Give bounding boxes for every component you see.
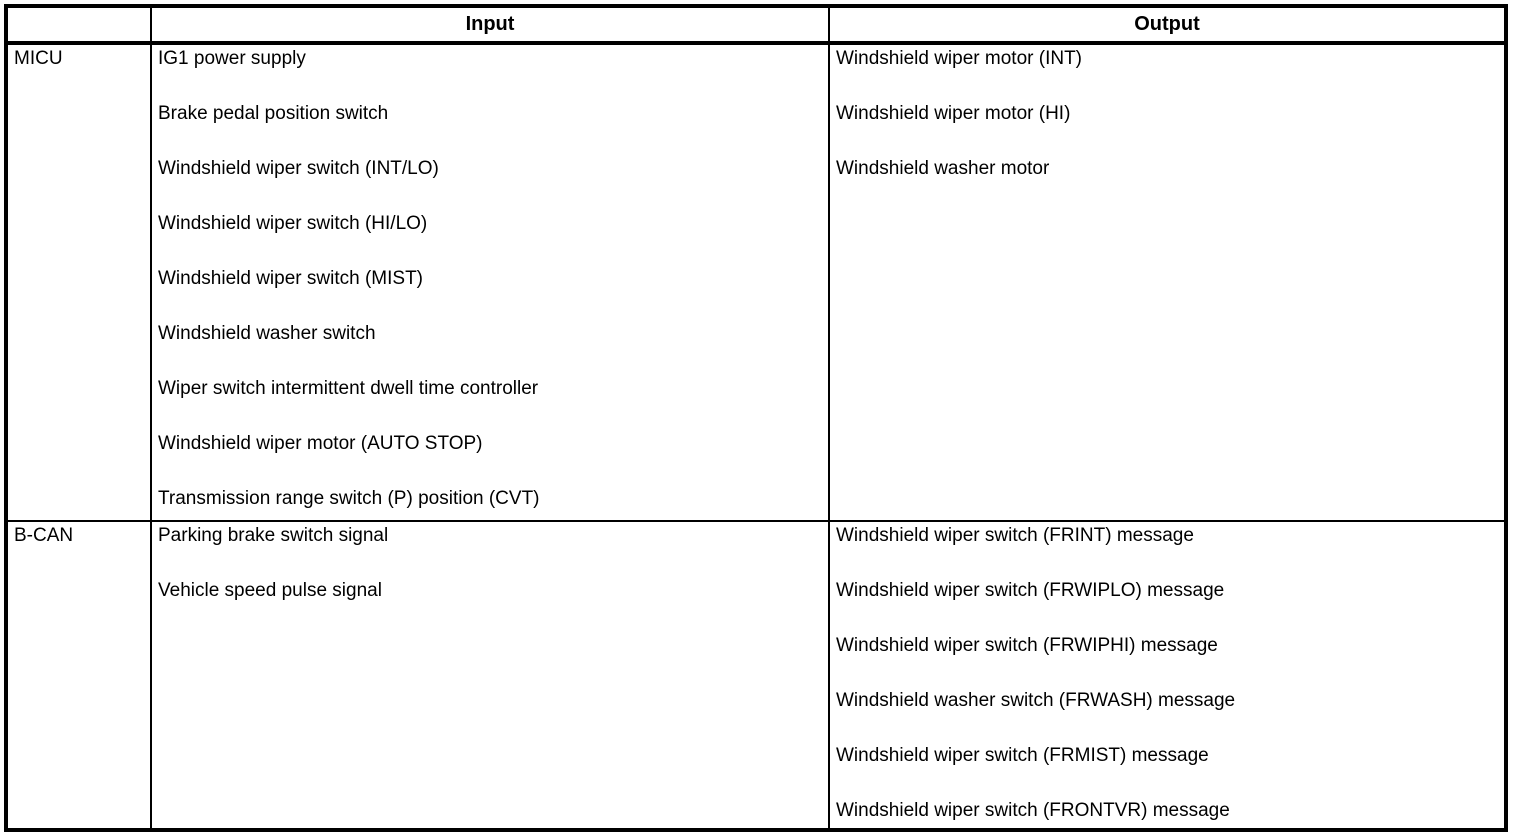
cell-line: Windshield wiper motor (HI) — [836, 103, 1071, 124]
cell-line: Windshield washer motor — [836, 158, 1050, 179]
cell-line: Windshield wiper switch (FRWIPHI) messag… — [836, 635, 1218, 656]
cell-line: Windshield wiper switch (FRMIST) message — [836, 745, 1209, 766]
cell-line: Windshield wiper switch (FRWIPLO) messag… — [836, 580, 1225, 601]
cell-line: Wiper switch intermittent dwell time con… — [158, 378, 539, 399]
cell-line: Windshield wiper motor (AUTO STOP) — [158, 433, 483, 454]
row-bcan-source-cell: B-CAN — [8, 522, 152, 828]
cell-line: Brake pedal position switch — [158, 103, 389, 124]
cell-line: Windshield wiper switch (HI/LO) — [158, 213, 428, 234]
cell-line: Windshield washer switch (FRWASH) messag… — [836, 690, 1236, 711]
source-label-bcan: B-CAN — [14, 525, 74, 546]
cell-line: IG1 power supply — [158, 48, 306, 69]
row-micu-source-cell: MICU — [8, 45, 152, 522]
cell-line: Windshield wiper switch (INT/LO) — [158, 158, 439, 179]
header-cell-input: Input — [152, 8, 830, 45]
cell-line: Windshield wiper switch (FRINT) message — [836, 525, 1194, 546]
cell-line: Vehicle speed pulse signal — [158, 580, 382, 601]
row-micu-output-cell: Windshield wiper motor (INT) Windshield w… — [830, 45, 1504, 522]
cell-line: Transmission range switch (P) position (… — [158, 488, 540, 509]
cell-line: Windshield wiper motor (INT) — [836, 48, 1082, 69]
cell-line: Windshield washer switch — [158, 323, 376, 344]
header-cell-output: Output — [830, 8, 1504, 45]
cell-line: Parking brake switch signal — [158, 525, 389, 546]
header-cell-source — [8, 8, 152, 45]
cell-line: Windshield wiper switch (FRONTVR) messag… — [836, 800, 1230, 821]
source-label-micu: MICU — [14, 48, 63, 69]
cell-line: Windshield wiper switch (MIST) — [158, 268, 423, 289]
